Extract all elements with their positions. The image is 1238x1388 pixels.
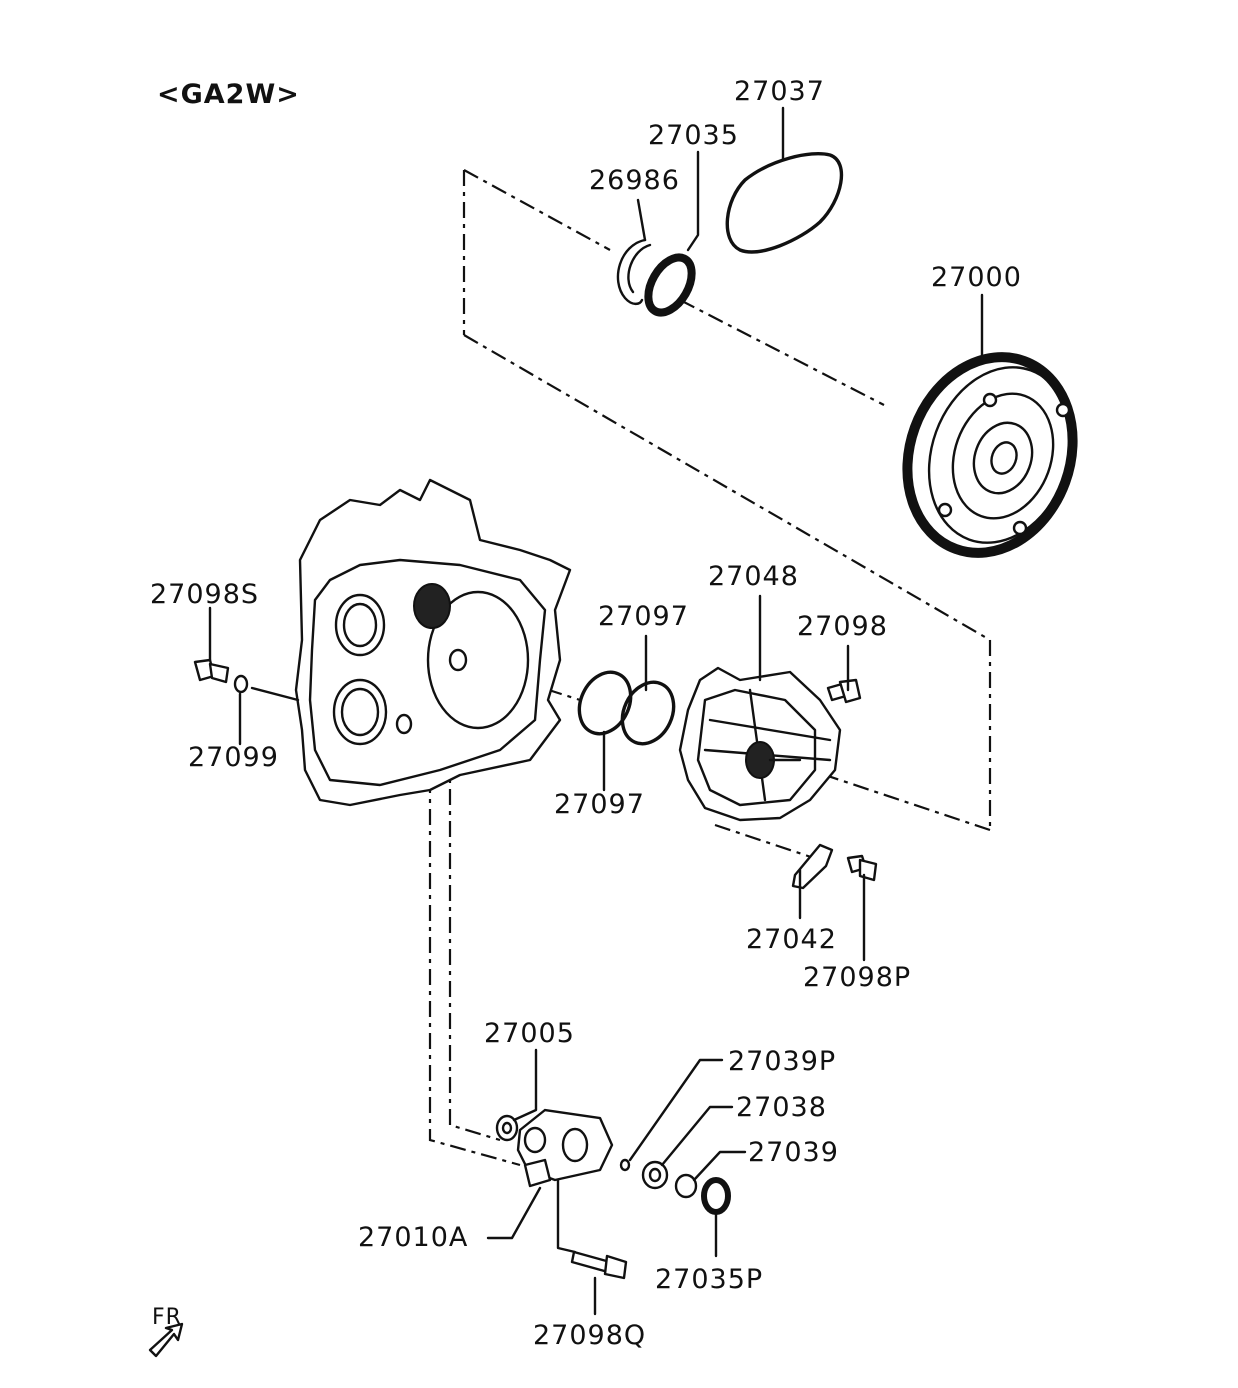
- label-27037: 27037: [734, 76, 825, 107]
- label-27098: 27098: [797, 611, 888, 642]
- snap-ring-26986: [616, 238, 652, 306]
- bolt-27098S: [193, 658, 230, 684]
- leader-27099-case: [250, 686, 300, 702]
- label-27098Q: 27098Q: [533, 1320, 646, 1351]
- label-27039P: 27039P: [728, 1046, 836, 1077]
- plug-27038: [641, 1160, 669, 1190]
- transaxle-case: [294, 478, 572, 807]
- o-ring-27039: [674, 1173, 698, 1199]
- label-27038: 27038: [736, 1092, 827, 1123]
- label-27035: 27035: [648, 120, 739, 151]
- seal-27035P: [701, 1177, 731, 1215]
- washer-27005: [495, 1114, 519, 1142]
- o-ring-27037: [725, 152, 844, 254]
- bracket-27042: [791, 843, 834, 890]
- o-ring-27099: [233, 674, 249, 694]
- bolt-27098P: [846, 854, 878, 882]
- label-27042: 27042: [746, 924, 837, 955]
- assembly-boundary: [428, 169, 992, 1167]
- label-27010A: 27010A: [358, 1222, 468, 1253]
- label-27098P: 27098P: [803, 962, 911, 993]
- seal-27035: [644, 253, 696, 317]
- label-27005: 27005: [484, 1018, 575, 1049]
- label-27035P: 27035P: [655, 1264, 763, 1295]
- label-27098S: 27098S: [150, 579, 259, 610]
- o-ring-27039P: [619, 1158, 631, 1172]
- bolt-27098Q: [570, 1250, 628, 1280]
- oil-pump-27048: [678, 666, 842, 822]
- bolt-27098: [826, 678, 862, 704]
- label-27000: 27000: [931, 262, 1022, 293]
- label-27048: 27048: [708, 561, 799, 592]
- torque-converter-27000: [902, 352, 1078, 558]
- pump-27010A: [516, 1108, 614, 1188]
- leader-lines: [208, 106, 984, 1316]
- label-26986: 26986: [589, 165, 680, 196]
- label-27039: 27039: [748, 1137, 839, 1168]
- label-27097-lower: 27097: [554, 789, 645, 820]
- o-rings-27097: [577, 670, 676, 746]
- label-27099: 27099: [188, 742, 279, 773]
- fr-arrow-icon: [148, 1322, 184, 1358]
- model-code-label: <GA2W>: [157, 79, 300, 110]
- label-27097-upper: 27097: [598, 601, 689, 632]
